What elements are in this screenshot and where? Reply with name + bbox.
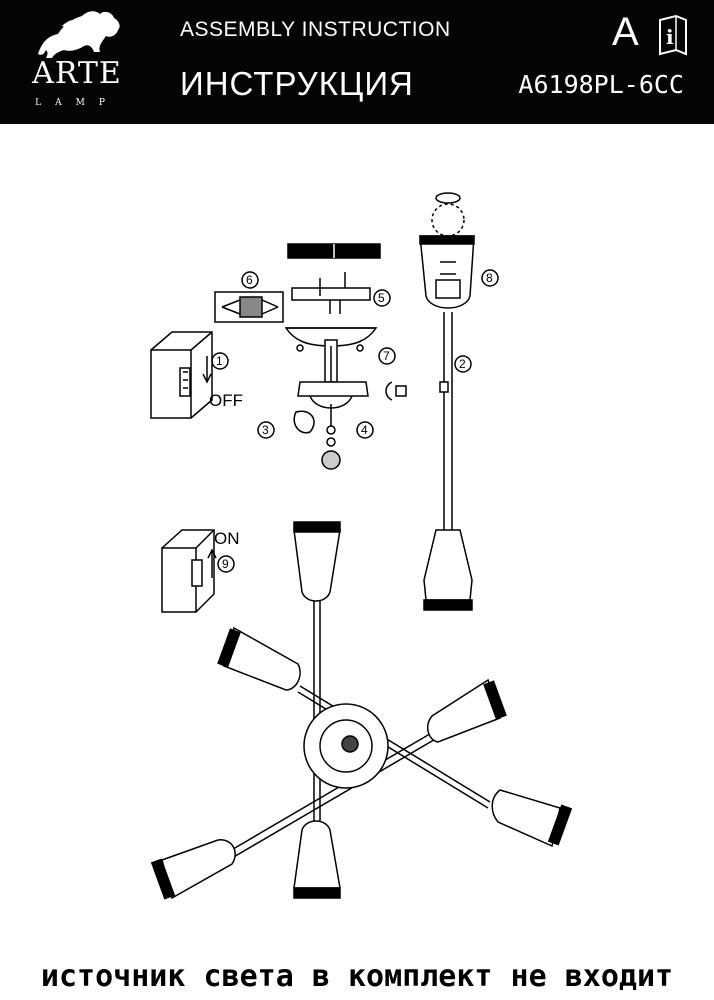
pendant-arm bbox=[419, 192, 499, 611]
step-9: 9 bbox=[222, 557, 229, 571]
model-number: A6198PL-6CC bbox=[518, 70, 684, 99]
chandelier bbox=[150, 521, 573, 900]
step-2: 2 bbox=[459, 357, 466, 371]
mounting-plate bbox=[291, 272, 391, 314]
base-plate bbox=[257, 381, 374, 470]
switch-on-label: ON bbox=[214, 529, 240, 548]
switch-off-label: OFF bbox=[209, 391, 243, 410]
step-4: 4 bbox=[361, 423, 368, 437]
svg-text:i: i bbox=[666, 25, 674, 49]
wall-switch-off bbox=[150, 331, 229, 419]
language-letter: A bbox=[612, 10, 639, 54]
brand-name: ARTE bbox=[32, 56, 122, 91]
step-8: 8 bbox=[486, 271, 493, 285]
step-6: 6 bbox=[246, 273, 253, 287]
lion-logo-icon bbox=[38, 11, 120, 58]
assembly-diagram: OFF 1 5 6 7 bbox=[150, 192, 573, 900]
rotate-icon bbox=[385, 381, 407, 401]
wire-connector bbox=[214, 271, 284, 323]
footer-note: источник света в комплект не входит bbox=[40, 959, 674, 994]
title-ru: ИНСТРУКЦИЯ bbox=[180, 65, 414, 102]
info-booklet-icon: i bbox=[659, 14, 687, 56]
step-5: 5 bbox=[378, 291, 385, 305]
title-en: ASSEMBLY INSTRUCTION bbox=[180, 18, 451, 41]
wall-switch-on bbox=[161, 529, 235, 613]
step-7: 7 bbox=[383, 349, 390, 363]
header: ARTE LAMP ASSEMBLY INSTRUCTION ИНСТРУКЦИ… bbox=[0, 0, 714, 124]
brand-subtitle: LAMP bbox=[35, 98, 119, 108]
step-3: 3 bbox=[262, 423, 269, 437]
step-1: 1 bbox=[216, 354, 223, 368]
canopy bbox=[284, 327, 396, 383]
